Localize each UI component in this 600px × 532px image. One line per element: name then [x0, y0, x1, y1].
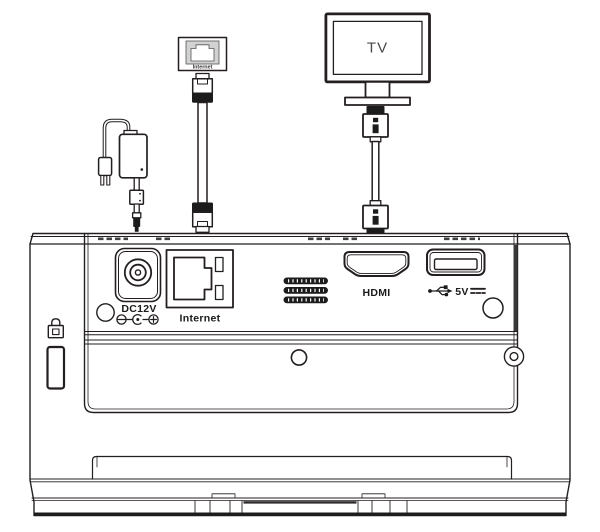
plug-prong	[106, 174, 111, 186]
rj45-port-opening	[173, 256, 213, 301]
ferrite-mark	[139, 199, 141, 202]
port-panel: DC12V Internet	[96, 247, 504, 326]
usb-port-frame	[426, 248, 486, 276]
tv-stand-neck	[364, 81, 391, 99]
power-adapter	[97, 118, 148, 232]
connector-mark	[373, 209, 379, 214]
plug-body	[97, 156, 113, 177]
dc-port-label: DC12V	[121, 303, 156, 315]
device-base	[29, 455, 571, 516]
foot-tab	[361, 493, 386, 499]
stand-bar-notches	[96, 456, 508, 468]
hdmi-port-opening	[343, 251, 410, 277]
lower-panel	[290, 346, 525, 367]
wall-jack: Internet	[177, 36, 228, 72]
usb-port	[426, 248, 486, 276]
panel-hole	[290, 349, 308, 366]
rj45-latch	[197, 78, 208, 85]
dc-connector	[131, 212, 142, 232]
dc-voltage-icon	[470, 287, 486, 294]
screw-hole-right	[482, 297, 504, 319]
ethernet-cable-wire	[197, 101, 208, 204]
ethernet-cable	[191, 72, 214, 233]
rj45-port-frame	[165, 249, 234, 309]
tv: TV	[324, 12, 431, 106]
dc-barrel	[133, 217, 141, 227]
tv-screen	[332, 20, 423, 76]
adapter-brick	[118, 133, 148, 179]
dc-jack-ring	[129, 263, 147, 282]
connector-mark	[372, 215, 379, 225]
ferrite-body	[129, 189, 145, 205]
dc-jack-pin	[134, 269, 142, 276]
usb-port-label: 5V	[455, 286, 468, 298]
device-body: DC12V Internet	[29, 232, 571, 517]
rj45-tip	[195, 225, 210, 233]
dc-port-bezel-inner	[118, 251, 158, 299]
stand-bar	[91, 455, 513, 480]
rj45-led	[214, 256, 224, 273]
dc-port-bezel	[114, 247, 162, 303]
rj45-boot	[192, 92, 213, 103]
rj45-body	[191, 77, 214, 94]
rj45-boot	[192, 202, 213, 213]
usb-port-tongue	[433, 258, 478, 271]
dc-cable-wire	[133, 203, 140, 214]
rj45-body	[191, 211, 214, 228]
vent-grille	[283, 277, 328, 304]
dc-collar	[131, 212, 142, 219]
rj45-plug-bottom	[191, 202, 214, 233]
power-cord-inner	[103, 119, 130, 159]
rj45-jack-opening	[190, 44, 215, 62]
screw-hole-left	[96, 303, 115, 322]
panel-groove-lines	[84, 331, 518, 345]
power-plug	[97, 156, 113, 186]
hdmi-port-inner	[346, 254, 407, 274]
hdmi-cable-wire	[371, 140, 380, 202]
usb-port-inner	[429, 252, 482, 273]
hdmi-plug-tip-top	[366, 106, 385, 115]
tv-label: TV	[367, 40, 388, 57]
hdmi-port-label: HDMI	[362, 287, 390, 299]
panel-screw	[503, 346, 525, 367]
dc-tip	[134, 226, 139, 232]
dc-polarity-icon	[116, 313, 159, 326]
connector-mark	[372, 124, 379, 134]
kensington-slot	[46, 345, 66, 390]
rj45-led	[214, 284, 224, 301]
hdmi-connector-top	[362, 106, 389, 143]
recessed-panel-inner-edge	[87, 233, 515, 410]
adapter-led	[140, 168, 144, 171]
kensington-lock-icon	[47, 318, 64, 339]
recessed-panel	[83, 233, 519, 414]
tv-stand-base	[344, 96, 411, 106]
connector-mark	[373, 117, 379, 123]
ferrite-bead	[129, 189, 145, 205]
hdmi-connector-bottom	[362, 200, 389, 236]
hdmi-cable	[362, 106, 389, 236]
hdmi-port	[343, 251, 410, 277]
ferrite-mark	[139, 192, 141, 195]
dc-cable-wire	[133, 177, 140, 191]
dc-jack-ring	[123, 258, 153, 287]
wall-jack-label: Internet	[193, 65, 213, 71]
bottom-edge	[34, 512, 566, 516]
foot-ticks	[194, 500, 408, 513]
base-groove	[243, 501, 357, 504]
internet-port-label: Internet	[180, 313, 221, 325]
rj45-latch	[197, 221, 208, 228]
panel-screw-center	[509, 351, 519, 362]
internet-port	[165, 249, 234, 309]
panel-shadow-band	[513, 245, 518, 331]
usb-icon	[428, 285, 453, 297]
foot-tab	[211, 493, 236, 499]
plug-prong	[100, 174, 105, 186]
dc-power-port	[114, 247, 162, 303]
rj45-plug-top	[191, 72, 214, 103]
recessed-panel-edge	[83, 233, 519, 414]
